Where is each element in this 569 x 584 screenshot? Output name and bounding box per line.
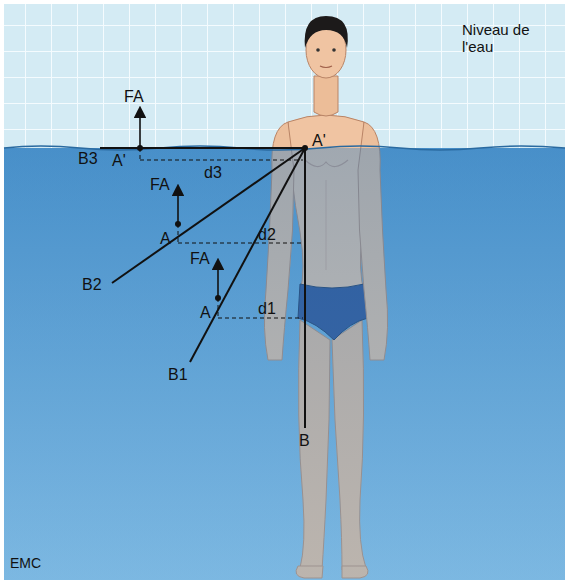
distance-label: d1 — [258, 300, 276, 318]
lever-lines — [100, 148, 305, 428]
line-end-label: B3 — [78, 150, 98, 168]
distance-label: d2 — [258, 226, 276, 244]
line-end-label: B2 — [82, 276, 102, 294]
distance-label: d3 — [204, 164, 222, 182]
water-surface — [4, 146, 565, 150]
force-label: FA — [124, 88, 144, 106]
logo-mark: EMC — [10, 556, 41, 571]
tile-wall — [4, 4, 565, 580]
force-arrows — [140, 112, 218, 296]
point-label: A' — [312, 132, 326, 150]
force-label: FA — [150, 176, 170, 194]
point-label: A' — [112, 152, 126, 170]
points — [137, 145, 308, 301]
water-level-note: Niveau de l'eau — [462, 22, 554, 55]
water — [4, 148, 565, 580]
point-label: A — [160, 230, 171, 248]
line-end-label: B1 — [168, 366, 188, 384]
point-label: A — [200, 304, 211, 322]
force-label: FA — [190, 250, 210, 268]
distance-lines — [140, 148, 303, 318]
line-end-label: B — [299, 432, 310, 450]
